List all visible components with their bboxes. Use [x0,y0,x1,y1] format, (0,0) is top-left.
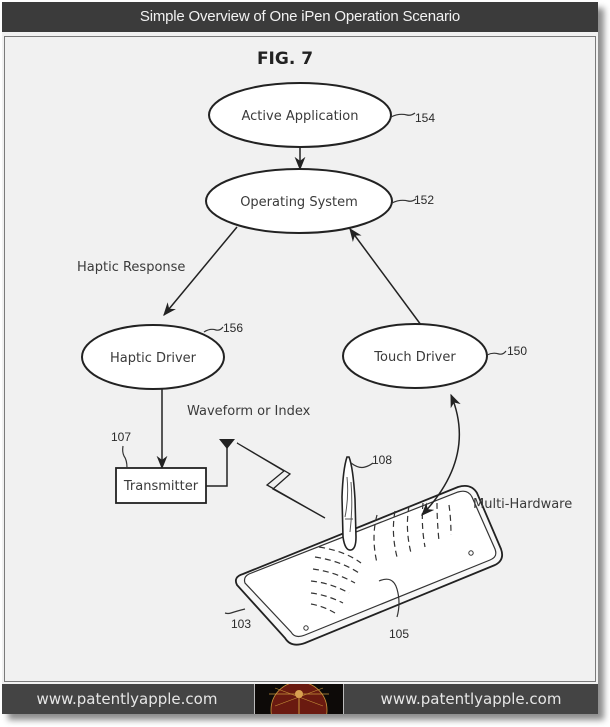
screen-ref-number: 105 [389,627,409,641]
patent-figure-canvas: FIG. 7 Active Application 154 Operating … [4,36,596,682]
edge-label-waveform-or-index: Waveform or Index [187,404,311,419]
node-touch-driver: Touch Driver 150 [342,323,527,389]
ref-number: 154 [415,111,435,125]
node-active-application: Active Application 154 [208,82,435,148]
wireless-signal-icon [236,442,326,519]
tablet-device: 103 105 [224,484,504,646]
node-label: Operating System [240,195,358,210]
leader-line [350,462,374,469]
figure-label: FIG. 7 [257,49,313,69]
footer-link-left[interactable]: www.patentlyapple.com [36,690,218,708]
tablet-ref-number: 103 [231,617,251,631]
node-label: Transmitter [123,479,199,494]
node-haptic-driver: Haptic Driver 156 [81,321,243,390]
leader-line [486,350,507,356]
node-label: Touch Driver [373,350,456,365]
vitruvian-logo-image [254,684,344,714]
pen-ref-number: 108 [372,453,392,467]
arrow-os-to-haptic-driver [163,226,238,317]
edge-label-multi-hardware: Multi-Hardware [473,497,572,512]
node-label: Haptic Driver [110,351,197,366]
ipen-stylus: 108 [341,453,392,551]
arrow-tablet-touch-driver [421,393,461,516]
leader-line [378,578,400,618]
footer-link-right[interactable]: www.patentlyapple.com [380,690,562,708]
leader-line [203,326,224,333]
antenna-icon [206,439,235,487]
ref-number: 150 [507,344,527,358]
leader-line [391,198,417,204]
leader-line [224,608,246,615]
node-operating-system: Operating System 152 [205,168,434,234]
leader-line [390,112,416,118]
ref-number: 152 [414,193,434,207]
node-transmitter: Transmitter 107 [111,430,207,504]
leader-line [122,445,128,469]
ref-number: 107 [111,430,131,444]
header-title: Simple Overview of One iPen Operation Sc… [2,2,598,32]
node-label: Active Application [242,109,359,124]
ref-number: 156 [223,321,243,335]
article-frame: Simple Overview of One iPen Operation Sc… [2,2,598,714]
footer-bar: www.patentlyapple.com www.patentlyapple.… [2,684,598,714]
arrow-touch-driver-to-os [349,227,425,330]
edge-label-haptic-response: Haptic Response [77,260,185,275]
patent-figure: FIG. 7 Active Application 154 Operating … [77,49,572,646]
